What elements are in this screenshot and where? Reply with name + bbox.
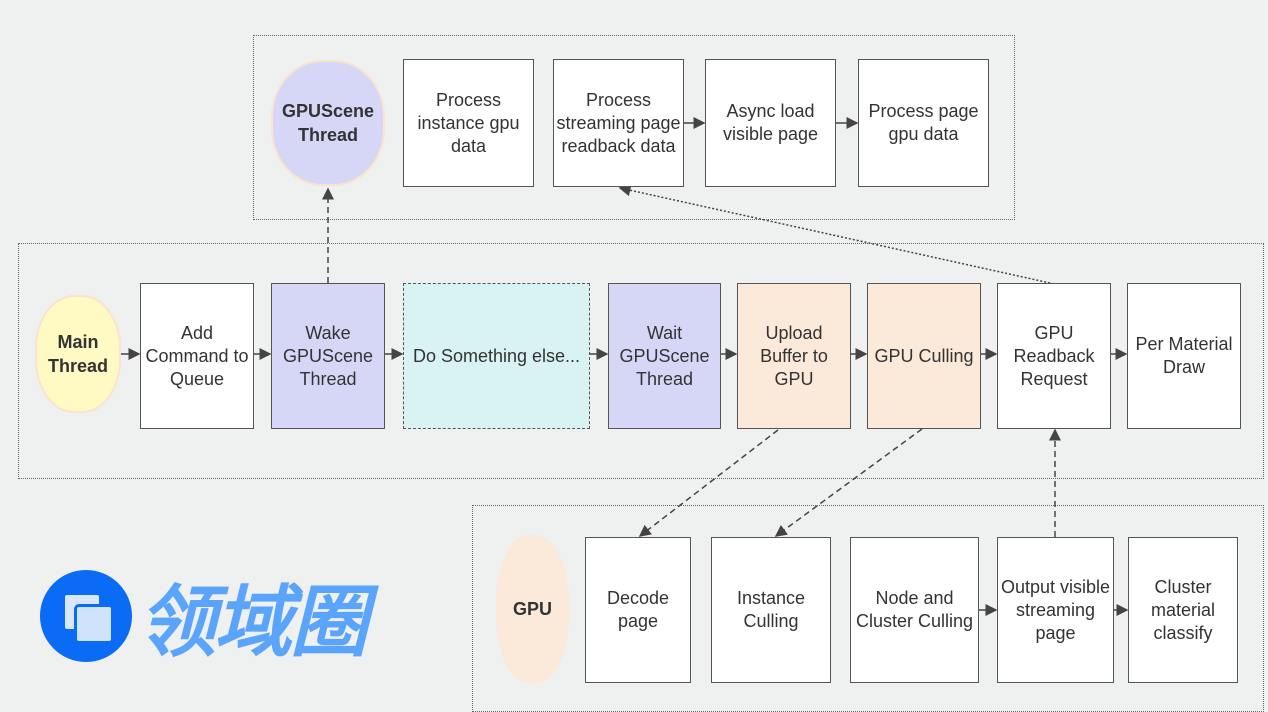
step-wake-gpuscene: Wake GPUScene Thread xyxy=(271,283,385,429)
step-do-something-else: Do Something else... xyxy=(403,283,590,429)
main-thread-group xyxy=(18,243,1264,479)
step-process-instance-gpu-data: Process instance gpu data xyxy=(403,59,534,187)
step-gpu-readback-request: GPU Readback Request xyxy=(997,283,1111,429)
step-async-load-visible-page: Async load visible page xyxy=(705,59,836,187)
gpuscene-thread-lane-label: GPUScene Thread xyxy=(271,60,385,186)
step-process-page-gpu-data: Process page gpu data xyxy=(858,59,989,187)
watermark-logo: 领域圈 xyxy=(40,560,368,672)
step-instance-culling: Instance Culling xyxy=(711,537,831,683)
step-add-command: Add Command to Queue xyxy=(140,283,254,429)
arrow xyxy=(638,429,779,537)
step-node-cluster-culling: Node and Cluster Culling xyxy=(850,537,979,683)
watermark-text: 领域圈 xyxy=(138,578,368,666)
gpuscene-thread-group xyxy=(253,35,1015,220)
step-gpu-culling: GPU Culling xyxy=(867,283,981,429)
arrow xyxy=(774,428,923,537)
step-process-streaming-readback: Process streaming page readback data xyxy=(553,59,684,187)
gpu-lane-label: GPU xyxy=(496,535,569,683)
step-per-material-draw: Per Material Draw xyxy=(1127,283,1241,429)
step-wait-gpuscene: Wait GPUScene Thread xyxy=(608,283,721,429)
main-thread-lane-label: Main Thread xyxy=(35,295,121,413)
step-upload-buffer: Upload Buffer to GPU xyxy=(737,283,851,429)
step-cluster-material-classify: Cluster material classify xyxy=(1128,537,1238,683)
step-decode-page: Decode page xyxy=(585,537,691,683)
watermark-icon xyxy=(40,570,132,662)
step-output-visible-streaming-page: Output visible streaming page xyxy=(997,537,1114,683)
arrow xyxy=(618,184,1051,284)
